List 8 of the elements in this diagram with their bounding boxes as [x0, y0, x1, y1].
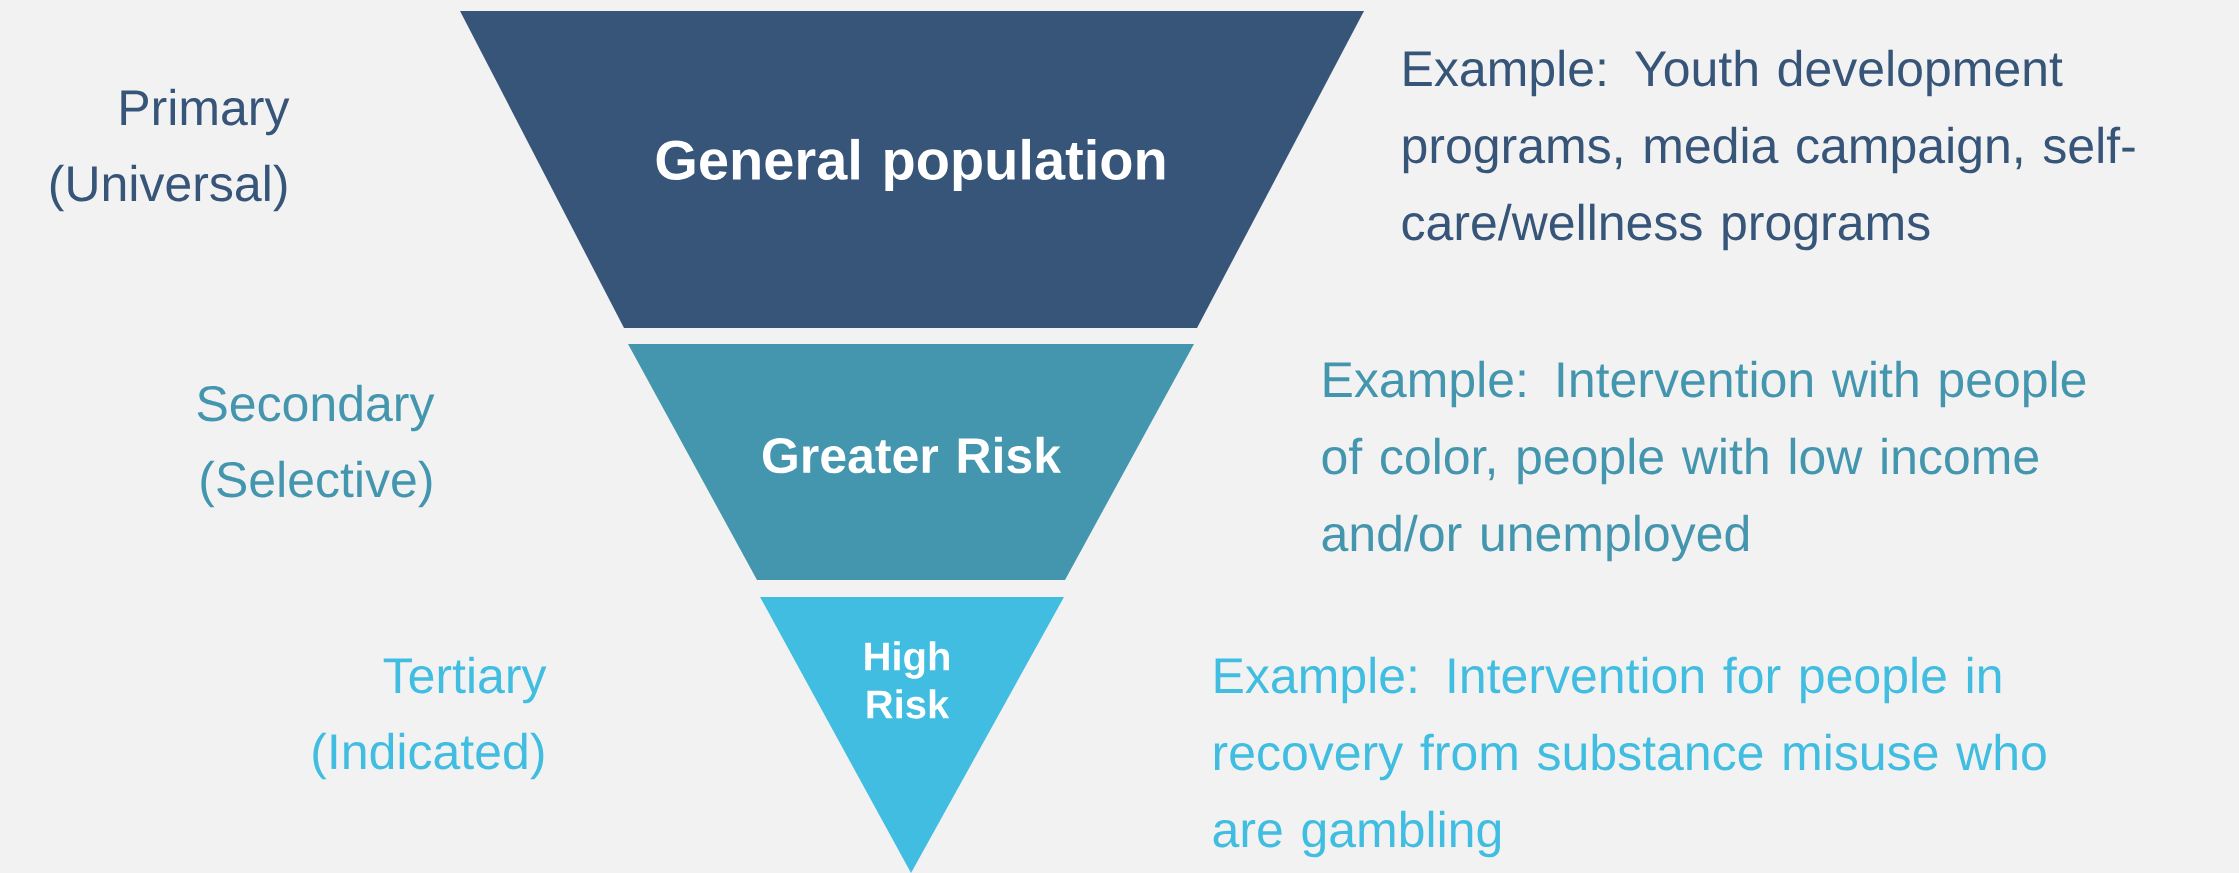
level-label: Primary (Universal) — [50, 88, 290, 212]
funnel-segment: High Risk — [760, 597, 1064, 873]
level-label: Tertiary (Indicated) — [313, 656, 547, 780]
funnel-segment: General population — [460, 11, 1364, 328]
example-text: Example: Intervention with people of color, people with low income and/or unemployed — [1322, 360, 2086, 562]
funnel-segment: Greater Risk — [628, 344, 1194, 580]
example-text: Example: Intervention for people in recovery from substance misuse who are gambling — [1213, 656, 2046, 858]
level-label: Secondary (Selective) — [197, 384, 435, 508]
